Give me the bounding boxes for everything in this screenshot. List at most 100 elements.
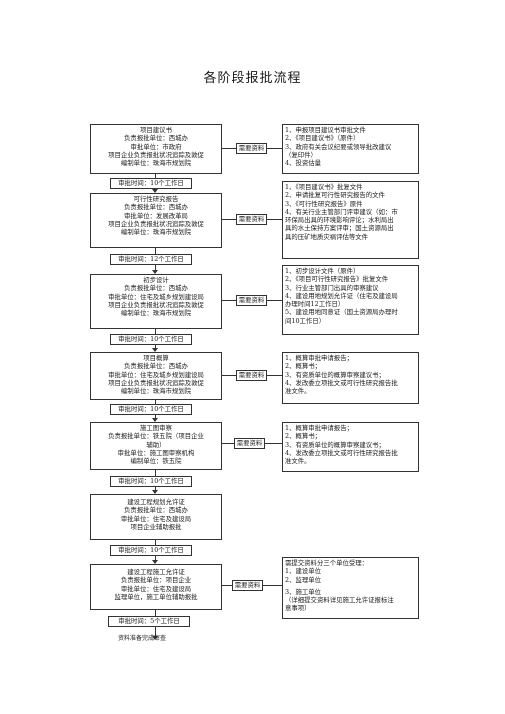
stage-line: 负责报批单位：西城办 [124,362,188,371]
requirement-line: 2、《项目建议书》（原件） [285,134,360,143]
need-materials-label: 需要资料 [236,370,267,381]
flow-arrow [152,348,158,352]
requirement-line: 4、发改委立项批文或可行性研究报告批 [285,378,398,387]
stage-line: 项目建议书 [140,126,172,134]
requirement-line: 准文件。 [285,457,311,466]
stage-box-planning-permit: 建设工程规划允许证 负责报批单位：西城办 审批单位：住宅及建设局 项目企业辅助报… [90,494,222,540]
requirement-line: （复印件） [285,150,317,159]
flow-arrow [152,560,158,564]
flow-arrow [152,189,158,193]
stage-box-feasibility-study: 可行性研究报告 负责报批单位：西城办 审批单位：发展改革局 项目企业负责报批状况… [90,193,222,248]
approval-time-label: 审批时间：10个工作日 [110,545,192,556]
requirement-line: 准文件。 [285,387,311,396]
requirement-line: 4、建设用地规划允许证（住宅及建设局 [285,291,398,300]
requirement-line: 2、概算书； [285,432,322,441]
need-materials-label: 需要资料 [236,143,267,154]
stage-line: 负责报批单位：铁五院（项目企业 [108,432,204,441]
stage-line: 负责报批单位：西城办 [124,203,188,212]
stage-line: 项目企业负责报批状况追踪及敦促 [108,150,204,159]
requirements-box-feasibility-study: 1、《项目建议书》批复文件 2、申请批复可行性研究报告的文件 3、《可行性研究报… [282,181,419,259]
requirement-line: 3、政府有关会议纪要或领导批改建议 [285,142,392,151]
flow-arrow [152,418,158,422]
requirement-line: 3、有资质单位的概算审察建议书； [285,440,385,449]
requirement-line: 3、行业主管部门出具的审察建议 [285,283,379,292]
stage-line: 项目企业负责报批状况追踪及敦促 [108,378,204,387]
requirement-line: 4、投资估量 [285,159,322,168]
stage-line: 初步设计 [143,276,169,284]
requirement-line: 4、发改委立项批文或可行性研究报告批 [285,448,398,457]
stage-line: 监理单位，施工单位辅助报批 [114,592,198,601]
requirement-line: 1、概算审批申请报告； [285,354,353,362]
requirements-box-construction-drawing-review: 1、概算审批申请报告； 2、概算书； 3、有资质单位的概算审察建议书； 4、发改… [282,422,419,472]
stage-line: 编制单位：铁五院 [130,457,182,466]
requirement-line: 1、初步设计文件（原件） [285,267,360,275]
stage-line: 可行性研究报告 [133,195,179,203]
need-materials-label: 需要资料 [232,580,263,591]
requirement-line: 间10工作日） [285,316,326,325]
stage-line: 辅助） [146,440,166,449]
approval-time-label: 审批时间：12个工作日 [110,254,192,265]
need-materials-label: 需要资料 [236,295,267,306]
requirement-line: 1、申报项目建议书审批文件 [285,126,366,134]
requirements-box-construction-permit: 需提交资料分三个单位受理： 1、建设单位 2、监理单位 3、施工单位 （详细提交… [282,557,419,619]
need-materials-label: 需要资料 [234,438,265,449]
stage-line: 建设工程规划允许证 [127,498,185,506]
requirement-line: 2、《项目可行性研究报告》批复文件 [285,275,389,284]
stage-line: 负责报批单位：西城办 [124,134,188,143]
stage-line: 编制单位：珠海市规划院 [120,159,192,168]
requirements-box-preliminary-design: 1、初步设计文件（原件） 2、《项目可行性研究报告》批复文件 3、行业主管部门出… [282,265,419,335]
page-title: 各阶段报批流程 [203,71,302,86]
requirement-line: 具的压矿地质灾祸评估等文件 [285,232,369,241]
requirement-line: 1、概算审批申请报告； [285,424,353,432]
stage-line: 建设工程施工允许证 [127,568,185,576]
requirement-line: 1、《项目建议书》批复文件 [285,183,363,191]
approval-time-label: 审批时间：10个工作日 [110,178,192,189]
requirement-line: 2、监理单位 [285,575,322,584]
requirement-line: 意事项） [285,604,311,613]
approval-time-label: 审批时间：10个工作日 [110,404,192,415]
approval-time-label: 审批时间：10个工作日 [110,476,192,487]
requirement-line: 办理时间12工作日） [285,300,345,309]
stage-box-construction-drawing-review: 施工图审察 负责报批单位：铁五院（项目企业 辅助） 审批单位：施工图审察机构 编… [90,422,222,470]
stage-line: 审批单位：住宅及城乡规划建设局 [108,370,204,379]
stage-box-preliminary-design: 初步设计 负责报批单位：西城办 审批单位：住宅及城乡规划建设局 项目企业负责报批… [90,274,222,329]
stage-line: 负责报批单位：西城办 [124,506,188,515]
approval-time-label: 审批时间：5个工作日 [108,616,190,627]
requirements-box-project-proposal: 1、申报项目建议书审批文件 2、《项目建议书》（原件） 3、政府有关会议纪要或领… [282,124,419,174]
requirement-line: 2、申请批复可行性研究报告的文件 [285,191,385,200]
stage-line: 负责报批单位：西城办 [124,284,188,293]
requirement-line: 具的水土保持方案评审；国土资源局出 [285,224,394,233]
stage-line: 审批单位：住宅及城乡规划建设局 [108,292,204,301]
finish-label: 资料准备完成审查 [118,635,167,642]
flow-arrow [152,636,158,640]
stage-line: 编制单位：珠海市规划院 [120,309,192,318]
stage-line: 项目企业辅助报批 [130,522,182,531]
stage-line: 审批单位：发展改革局 [124,211,188,220]
stage-line: 审批单位：住宅及建设局 [120,584,192,593]
stage-line: 项目企业负责报批状况追踪及敦促 [108,219,204,228]
requirement-line: 3、有资质单位的概算审察建议书； [285,370,385,379]
stage-line: 审批单位：市政府 [130,142,182,151]
need-materials-label: 需要资料 [236,214,267,225]
stage-box-construction-permit: 建设工程施工允许证 负责报批单位：项目企业 审批单位：住宅及建设局 监理单位，施… [90,564,222,610]
requirement-line: 需提交资料分三个单位受理： [285,559,369,567]
stage-line: 编制单位：珠海市规划院 [120,387,192,396]
approval-time-label: 审批时间：10个工作日 [110,334,192,345]
stage-line: 编制单位：珠海市规划院 [120,228,192,237]
requirement-line: （详细提交资料详见施工允许证报标注 [285,596,394,605]
stage-line: 项目概算 [143,354,169,362]
stage-line: 施工图审察 [140,424,172,432]
requirement-line: 4、有关行业主管部门评审建议（如：市 [285,207,398,216]
stage-box-project-budget: 项目概算 负责报批单位：西城办 审批单位：住宅及城乡规划建设局 项目企业负责报批… [90,352,222,400]
stage-box-project-proposal: 项目建议书 负责报批单位：西城办 审批单位：市政府 项目企业负责报批状况追踪及敦… [90,124,222,174]
requirement-line: 5、建设用地同意证（国土资源局办理时 [285,308,398,317]
stage-line: 项目企业负责报批状况追踪及敦促 [108,300,204,309]
requirement-line: 3、《可行性研究报告》原件 [285,199,363,208]
requirement-line: 3、施工单位 [285,587,322,596]
flow-arrow [152,270,158,274]
stage-line: 负责报批单位：项目企业 [120,576,192,585]
requirements-box-project-budget: 1、概算审批申请报告； 2、概算书； 3、有资质单位的概算审察建议书； 4、发改… [282,352,419,404]
requirement-line: 环保局出具的环境影响评论；水利局出 [285,216,394,225]
requirement-line: 1、建设单位 [285,567,322,576]
stage-line: 审批单位：住宅及建设局 [120,514,192,523]
